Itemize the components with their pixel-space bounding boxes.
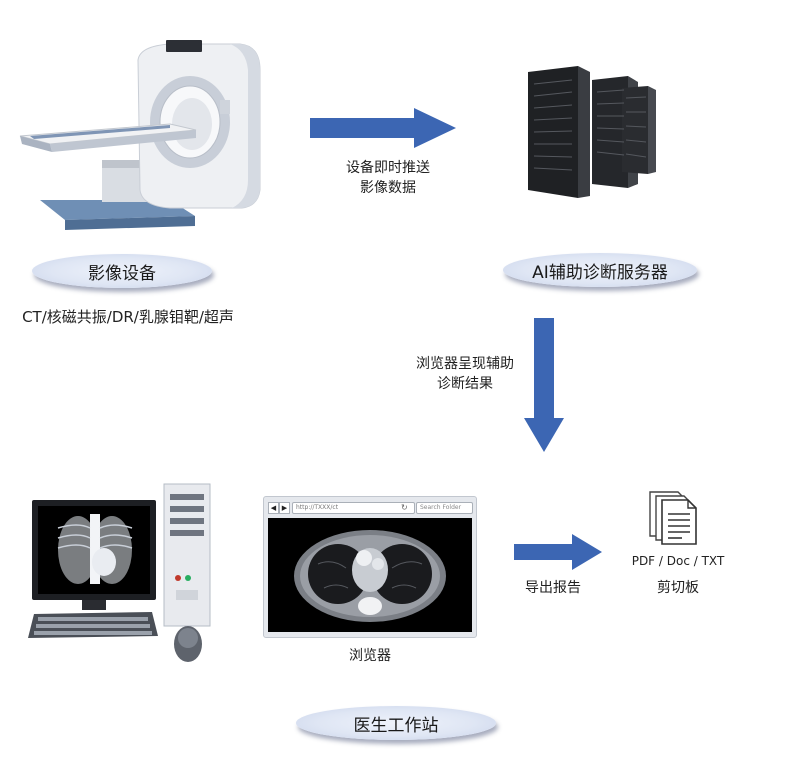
workstation-pill: 医生工作站	[296, 706, 496, 740]
present-edge-label: 浏览器呈现辅助 诊断结果	[405, 354, 525, 394]
document-stack-icon	[649, 491, 697, 545]
clipboard-label: 剪切板	[657, 580, 699, 596]
ai-server-pill: AI辅助诊断服务器	[503, 253, 697, 287]
export-edge-label: 导出报告	[525, 580, 581, 596]
browser-label: 浏览器	[349, 648, 391, 664]
ct-slice-image	[268, 518, 472, 632]
server-rack-illustration	[528, 66, 656, 198]
imaging-device-label: 影像设备	[88, 263, 156, 284]
push-label-line2: 影像数据	[360, 180, 416, 196]
workstation-computer-illustration	[28, 483, 211, 662]
arrow-present-down	[524, 318, 564, 452]
clipboard-formats: PDF / Doc / TXT	[631, 554, 725, 568]
ct-scanner-illustration	[19, 40, 261, 230]
browser-toolbar: ◀ ▶ http://TXXX/ct ↻ Search Folder	[268, 501, 473, 515]
arrow-export-right	[514, 534, 602, 570]
imaging-device-pill: 影像设备	[32, 254, 212, 288]
push-edge-label: 设备即时推送 影像数据	[318, 158, 458, 198]
workstation-label: 医生工作站	[353, 715, 439, 736]
imaging-device-subtitle: CT/核磁共振/DR/乳腺钼靶/超声	[22, 308, 234, 326]
ai-server-label: AI辅助诊断服务器	[532, 262, 668, 283]
address-bar[interactable]: http://TXXX/ct	[292, 502, 415, 514]
push-label-line1: 设备即时推送	[346, 160, 430, 176]
reload-icon[interactable]: ↻	[401, 503, 408, 512]
arrow-push-right	[310, 108, 456, 148]
back-icon[interactable]: ◀	[268, 502, 279, 514]
present-label-line2: 诊断结果	[437, 376, 493, 392]
browser-window: ◀ ▶ http://TXXX/ct ↻ Search Folder	[263, 496, 477, 638]
present-label-line1: 浏览器呈现辅助	[416, 356, 514, 372]
forward-icon[interactable]: ▶	[279, 502, 290, 514]
search-box[interactable]: Search Folder	[416, 502, 473, 514]
